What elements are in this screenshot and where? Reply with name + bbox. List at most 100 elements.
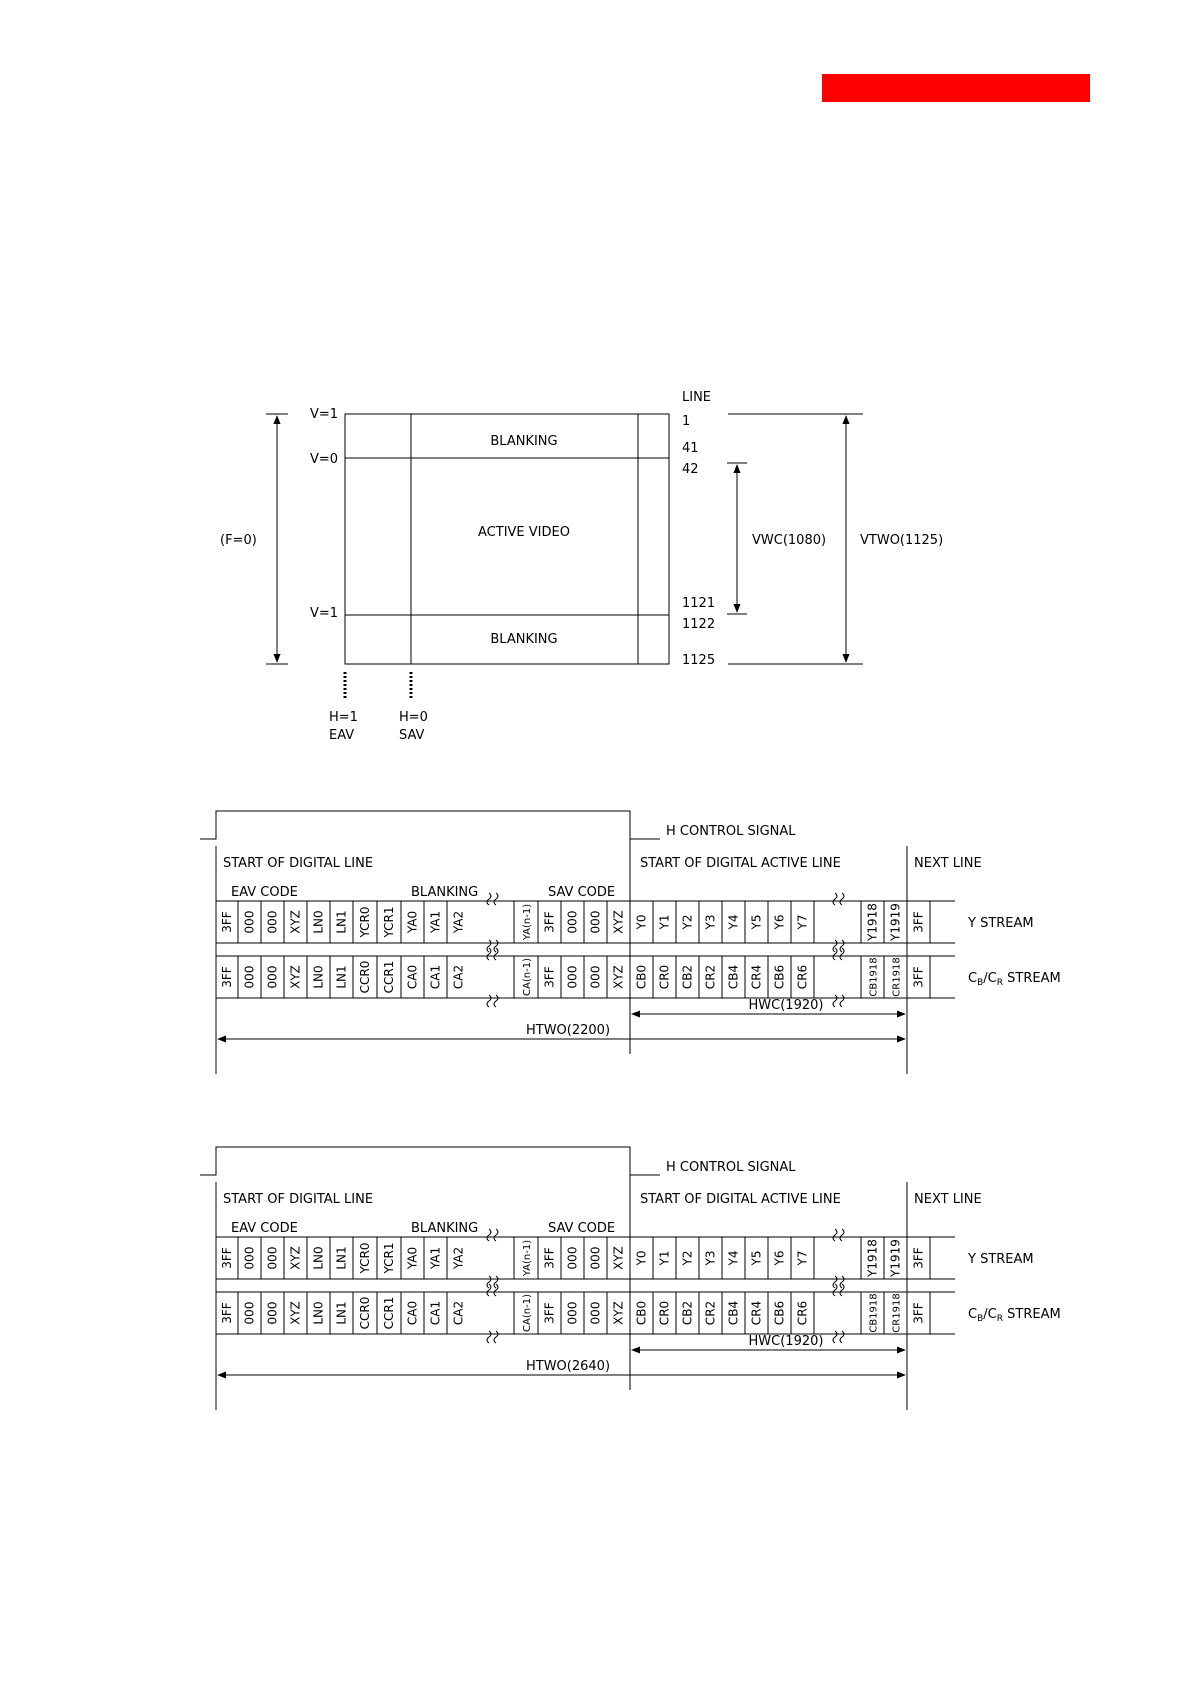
y-stream-cell: 000 [243,1247,257,1270]
sav-h-label: H=0 [399,710,428,725]
break-mark [832,1275,845,1289]
y-stream-cell: 3FF [543,911,557,933]
break-mark [832,994,845,1008]
vwc-label: VWC(1080) [752,533,826,548]
break-mark [486,1228,499,1242]
y-stream-cell: 000 [266,1247,280,1270]
y-stream-cell: LN1 [335,910,349,933]
y-stream-label: Y STREAM [967,916,1034,931]
c-stream-cell: CR2 [704,1301,718,1325]
start-digital-line-label: START OF DIGITAL LINE [223,1192,373,1207]
c-stream-cell: XYZ [612,965,626,989]
c-stream-cell: CA(n-1) [522,958,533,996]
y-stream-cell: 3FF [220,1247,234,1269]
sav-code-label: SAV CODE [548,885,615,900]
y-stream-cell: Y7 [796,1251,810,1267]
c-stream-cell: 3FF [543,1302,557,1324]
c-stream-cell: CCR0 [358,961,372,994]
c-stream-cell: XYZ [612,1301,626,1325]
y-stream-cell: Y0 [635,1251,649,1267]
y-stream-cell: YA(n-1) [522,1240,533,1277]
c-stream-cell: CR0 [658,965,672,989]
hwc-label: HWC(1920) [749,1334,824,1349]
c-stream-cell: CR0 [658,1301,672,1325]
y-stream-cell: LN1 [335,1246,349,1269]
c-stream-label-part: B [977,978,983,988]
c-stream-cell: 000 [243,1302,257,1325]
y-stream-cell: 3FF [543,1247,557,1269]
c-stream-label-part: R [997,978,1003,988]
c-stream-label-part: C [968,971,977,986]
y-stream-cell: Y5 [750,1251,764,1267]
htwo-label: HTWO(2640) [526,1359,610,1374]
c-stream-cell: 000 [266,966,280,989]
blanking-label: BLANKING [411,885,478,900]
y-stream-cell: XYZ [289,910,303,934]
c-stream-cell: 000 [566,966,580,989]
c-stream-cell: LN1 [335,1301,349,1324]
h-control-waveform [200,1146,660,1176]
c-stream-cell: CA2 [452,1301,466,1325]
c-stream-cell: LN1 [335,965,349,988]
y-stream-cell: YCR1 [382,1242,396,1274]
eav-code-label: EAV CODE [231,885,298,900]
y-stream-cell: 3FF [912,1247,926,1269]
c-stream-cell: CB0 [635,1301,649,1325]
y-stream-cell: Y4 [727,915,741,931]
c-stream-cell: CA0 [406,1301,420,1325]
c-stream-cell: CR2 [704,965,718,989]
line-number: 1122 [682,617,715,632]
y-stream-cell: LN0 [312,910,326,933]
y-stream-cell: YA0 [406,1247,420,1270]
break-mark [486,1330,499,1344]
c-stream-cell: CA0 [406,965,420,989]
c-stream-label-part: STREAM [1003,971,1061,986]
c-stream-cell: 000 [266,1302,280,1325]
y-stream-cell: YA2 [452,1247,466,1270]
c-stream-label: CB/CR STREAM [968,1307,1061,1324]
y-stream-cell: Y1 [658,915,672,931]
c-stream-label-part: R [997,1314,1003,1324]
y-stream-cell: Y6 [773,1251,787,1267]
y-stream-cell: YA1 [429,1247,443,1270]
bottom-blanking-label: BLANKING [490,632,557,647]
c-stream-cell: 3FF [220,966,234,988]
c-stream-cell: 3FF [912,1302,926,1324]
break-mark [486,947,499,961]
y-stream-cell: XYZ [289,1246,303,1270]
c-stream-cell: CR6 [796,965,810,989]
c-stream-cell: CR1918 [892,957,903,996]
y-stream-cell: 3FF [912,911,926,933]
y-stream-cell: Y2 [681,915,695,931]
eav-h-label: H=1 [329,710,358,725]
c-stream-cell: CCR1 [382,1297,396,1330]
top-blanking-label: BLANKING [490,434,557,449]
y-stream-cell: Y7 [796,915,810,931]
next-line-label: NEXT LINE [914,1192,982,1207]
y-stream-cell: 000 [566,1247,580,1270]
c-stream-cell: LN0 [312,965,326,988]
c-stream-cell: CB6 [773,1301,787,1325]
c-stream-cell: CA1 [429,965,443,989]
c-stream-cell: CB2 [681,965,695,989]
y-stream-cell: Y1918 [866,1239,880,1278]
vtwo-label: VTWO(1125) [860,533,943,548]
line-number: 1121 [682,596,715,611]
c-stream-cell: 3FF [912,966,926,988]
c-stream-label-part: B [977,1314,983,1324]
c-stream-cell: CB4 [727,965,741,989]
c-stream-label-part: STREAM [1003,1307,1061,1322]
y-stream-cell: Y1919 [889,1239,903,1278]
y-stream-cell: XYZ [612,1246,626,1270]
break-mark [486,994,499,1008]
frame-outline [344,413,670,665]
y-stream-cell: 000 [566,911,580,934]
v-label-active: V=0 [310,452,338,467]
next-line-label: NEXT LINE [914,856,982,871]
break-mark [832,1330,845,1344]
y-stream-label: Y STREAM [967,1252,1034,1267]
blanking-label: BLANKING [411,1221,478,1236]
c-stream-cell: CB4 [727,1301,741,1325]
